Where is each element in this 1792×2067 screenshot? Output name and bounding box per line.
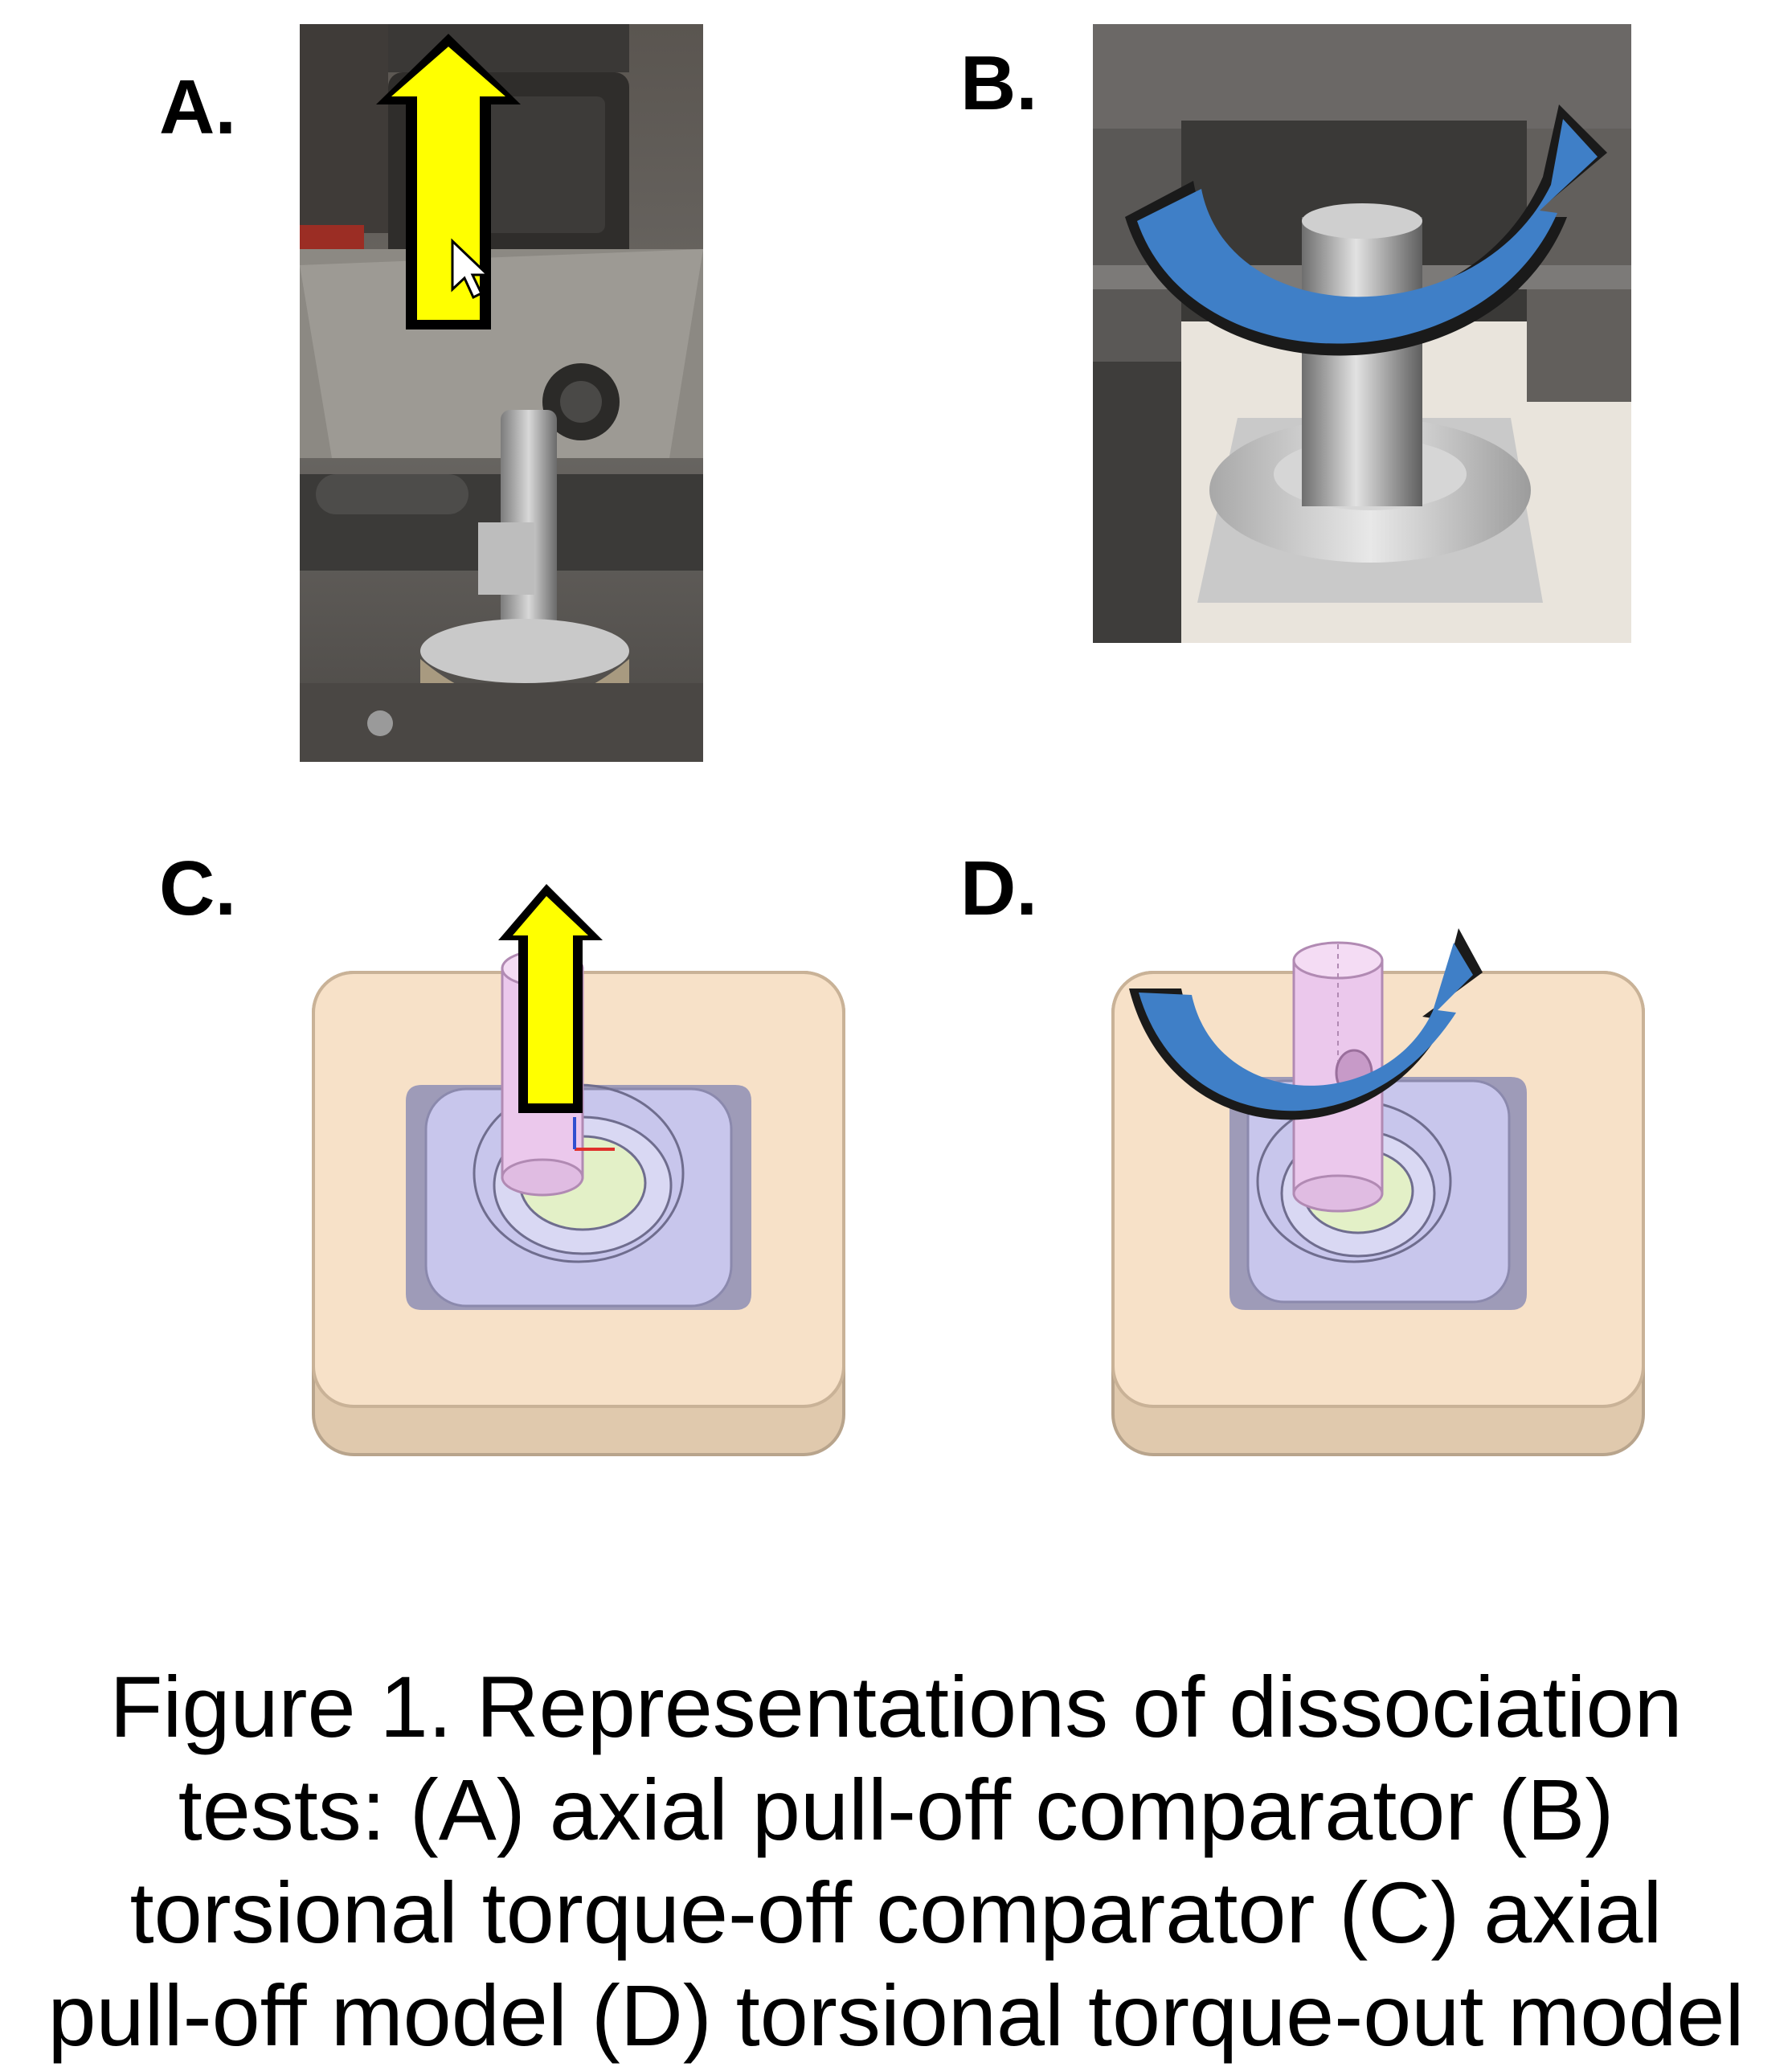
torque-arrow-d [1139,943,1473,1111]
panel-label-a: A. [159,64,236,150]
panel-label-b: B. [960,40,1037,126]
pull-arrow-c [513,896,588,1103]
torque-arrow-b [1137,119,1598,344]
model-axial-pull-off [312,884,845,1456]
photo-axial-pull-off [300,24,703,762]
caption-line-3: torsional torque-off comparator (C) axia… [129,1864,1663,1961]
model-torsional-torque-out [1111,928,1645,1456]
figure-caption: Figure 1. Representations of dissociatio… [0,1656,1792,2067]
panel-label-c: C. [159,845,236,931]
caption-line-4: pull-off model (D) torsional torque-out … [47,1967,1745,2064]
pull-arrow-a [391,47,505,320]
panel-label-d: D. [960,845,1037,931]
caption-line-2: tests: (A) axial pull-off comparator (B) [178,1761,1614,1858]
caption-line-1: Figure 1. Representations of dissociatio… [109,1658,1683,1755]
photo-torsional-torque-off [1093,24,1631,643]
